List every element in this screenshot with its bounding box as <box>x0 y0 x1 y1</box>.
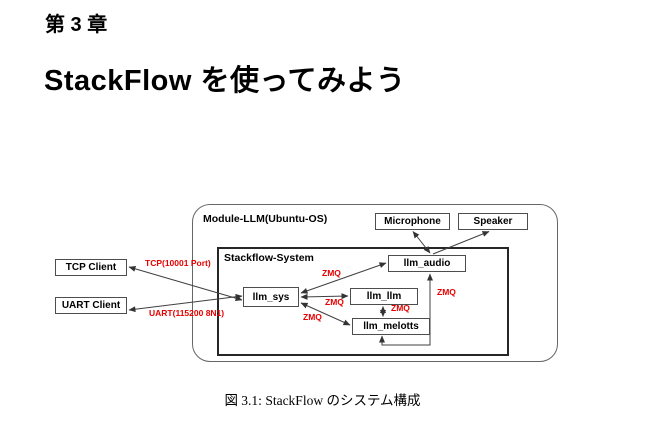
edge-label-zmq-sys-llm: ZMQ <box>325 297 344 307</box>
edge-label-zmq-sys-audio: ZMQ <box>322 268 341 278</box>
edge-label-zmq-sys-melotts: ZMQ <box>303 312 322 322</box>
edge-llm-sys-llm-melotts <box>300 302 351 326</box>
edge-llm-sys-llm-audio <box>300 262 387 294</box>
chapter-heading: 第 3 章 <box>45 14 108 36</box>
page-title: StackFlow を使ってみよう <box>44 65 406 97</box>
node-uart-client: UART Client <box>55 297 127 314</box>
edge-label-uart-baud: UART(115200 8N1) <box>149 308 225 318</box>
edge-llm-sys-llm-llm <box>300 293 349 300</box>
edge-llm-audio-speaker <box>432 231 490 255</box>
edge-label-tcp-port: TCP(10001 Port) <box>145 258 211 268</box>
edge-label-zmq-llm-melotts: ZMQ <box>391 303 410 313</box>
node-llm-melotts: llm_melotts <box>352 318 430 335</box>
edge-microphone-llm-audio <box>412 231 431 254</box>
node-tcp-client: TCP Client <box>55 259 127 276</box>
module-llm-label: Module-LLM(Ubuntu-OS) <box>203 213 328 225</box>
node-speaker: Speaker <box>458 213 528 230</box>
edge-label-zmq-audio-melotts: ZMQ <box>437 287 456 297</box>
edge-llm-melotts-llm-audio <box>379 273 433 346</box>
node-llm-sys: llm_sys <box>243 287 299 307</box>
edge-tcp-client-llm-sys <box>128 265 243 302</box>
figure-caption: 図 3.1: StackFlow のシステム構成 <box>224 393 421 408</box>
stackflow-system-label: Stackflow-System <box>224 252 314 264</box>
edge-uart-client-llm-sys <box>128 293 243 313</box>
node-llm-audio: llm_audio <box>388 255 466 272</box>
node-microphone: Microphone <box>375 213 450 230</box>
